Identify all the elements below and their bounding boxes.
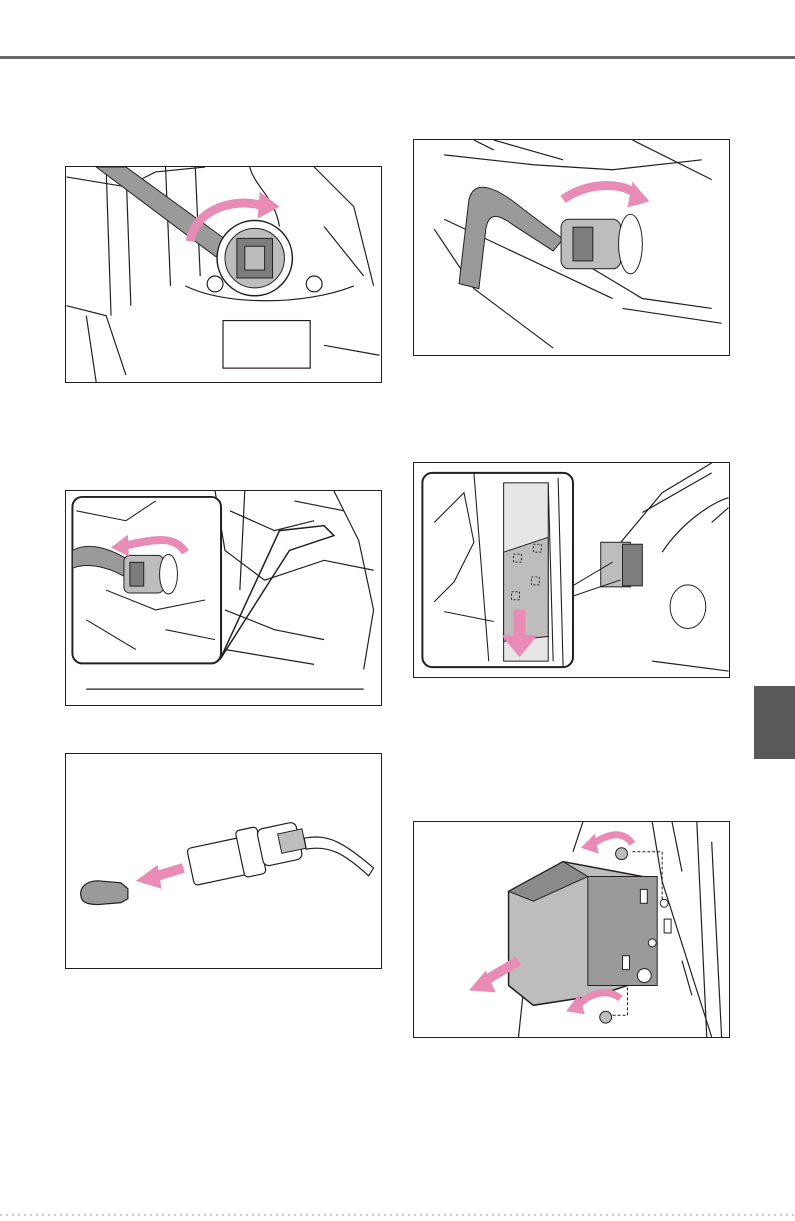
hand-twisting-bulb-socket-icon — [66, 167, 381, 382]
twist-socket-with-cable-icon — [414, 140, 729, 355]
illustration-clip-release — [413, 462, 730, 678]
header-rule — [0, 56, 795, 59]
page-footer-marks — [0, 1214, 795, 1216]
illustration-lamp-screw-removal — [413, 821, 730, 1038]
illustration-socket-with-cable — [413, 139, 730, 356]
illustration-socket-twist-hand — [65, 166, 382, 383]
illustration-socket-removal-detail — [65, 490, 382, 706]
illustration-wedge-bulb-pull — [65, 753, 382, 969]
clip-release-downward-icon — [414, 463, 729, 677]
remove-lamp-screws-icon — [414, 822, 729, 1037]
socket-removal-detail-icon — [66, 491, 381, 705]
pull-wedge-bulb-icon — [66, 754, 381, 968]
chapter-tab — [754, 686, 795, 759]
